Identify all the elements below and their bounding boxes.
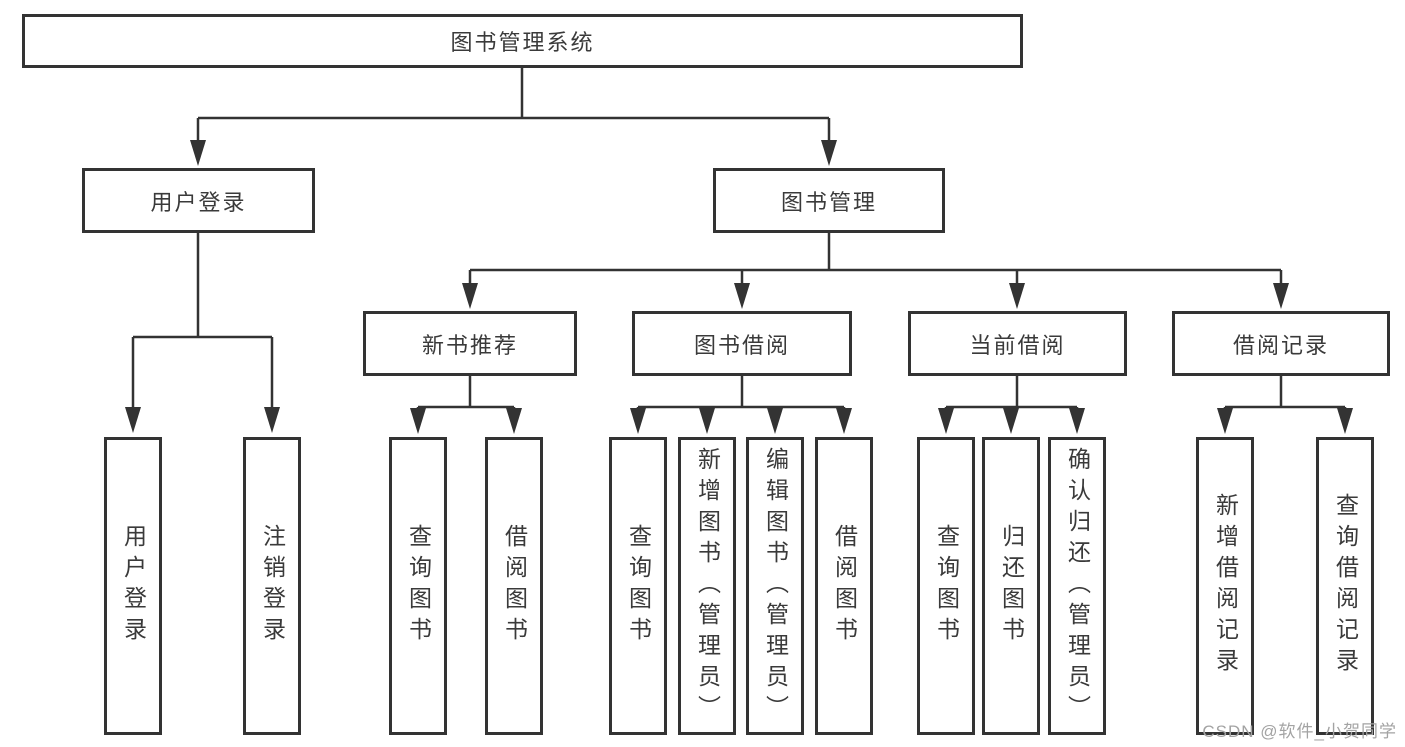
csdn-watermark: CSDN @软件_小贺同学 [1202,722,1397,741]
connector-root [190,68,837,166]
arrowhead-icon [190,140,206,166]
leaf-logout-login: 注销登录 [243,437,301,735]
arrowhead-icon [1003,408,1019,434]
leaf-current-confirm-return-admin: 确认归还（管理员） [1048,437,1106,735]
arrowhead-icon [264,407,280,433]
arrowhead-icon [1009,283,1025,309]
leaf-label: 编辑图书（管理员） [762,446,789,726]
leaf-recommend-query-books: 查询图书 [389,437,447,735]
node-current-borrow: 当前借阅 [908,311,1127,376]
leaf-borrow-borrow-books: 借阅图书 [815,437,873,735]
connector-user-login [125,233,280,433]
leaf-borrow-add-books-admin: 新增图书（管理员） [678,437,736,735]
arrowhead-icon [836,408,852,434]
leaf-label: 确认归还（管理员） [1064,446,1091,726]
connector-book-borrow [630,376,852,434]
node-new-book-recommend: 新书推荐 [363,311,577,376]
leaf-records-query-record: 查询借阅记录 [1316,437,1374,735]
node-label: 新书推荐 [421,332,518,358]
arrowhead-icon [734,283,750,309]
arrowhead-icon [821,140,837,166]
node-label: 图书管理系统 [450,30,595,55]
leaf-user-login: 用户登录 [104,437,162,735]
arrowhead-icon [767,408,783,434]
node-label: 图书借阅 [693,332,790,358]
arrowhead-icon [1273,283,1289,309]
connector-book-management [462,233,1289,309]
leaf-label: 用户登录 [120,524,147,648]
node-label: 用户登录 [150,189,247,215]
arrowhead-icon [938,408,954,434]
leaf-label: 借阅图书 [501,524,528,648]
leaf-label: 新增借阅记录 [1212,493,1239,679]
node-library-system: 图书管理系统 [22,14,1023,68]
leaf-recommend-borrow-books: 借阅图书 [485,437,543,735]
node-book-management: 图书管理 [713,168,945,233]
connector-current-borrow [938,376,1085,434]
arrowhead-icon [699,408,715,434]
leaf-current-query-books: 查询图书 [917,437,975,735]
leaf-records-add-record: 新增借阅记录 [1196,437,1254,735]
leaf-borrow-query-books: 查询图书 [609,437,667,735]
leaf-label: 查询图书 [405,524,432,648]
node-label: 借阅记录 [1232,332,1329,358]
leaf-current-return-books: 归还图书 [982,437,1040,735]
leaf-label: 查询图书 [625,524,652,648]
arrowhead-icon [1337,408,1353,434]
connector-new-book-recommend [410,376,522,434]
arrowhead-icon [462,283,478,309]
leaf-label: 查询借阅记录 [1332,493,1359,679]
connector-borrow-records [1217,376,1353,434]
leaf-label: 归还图书 [998,524,1025,648]
leaf-label: 借阅图书 [831,524,858,648]
node-label: 图书管理 [780,189,877,215]
node-label: 当前借阅 [969,332,1066,358]
arrowhead-icon [125,407,141,433]
node-book-borrow: 图书借阅 [632,311,852,376]
arrowhead-icon [1069,408,1085,434]
arrowhead-icon [1217,408,1233,434]
arrowhead-icon [410,408,426,434]
leaf-label: 新增图书（管理员） [694,446,721,726]
arrowhead-icon [506,408,522,434]
leaf-label: 注销登录 [259,524,286,648]
node-borrow-records: 借阅记录 [1172,311,1390,376]
node-user-login: 用户登录 [82,168,315,233]
leaf-borrow-edit-books-admin: 编辑图书（管理员） [746,437,804,735]
leaf-label: 查询图书 [933,524,960,648]
arrowhead-icon [630,408,646,434]
